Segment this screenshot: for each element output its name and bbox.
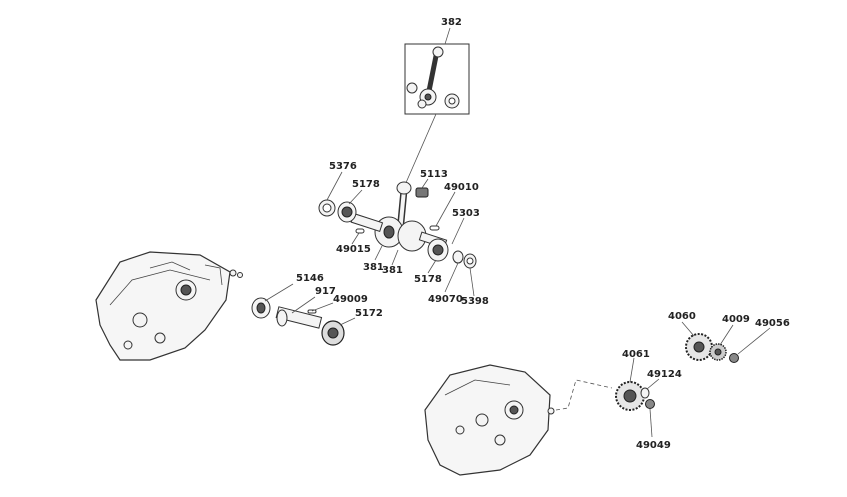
callout-5113: 5113: [420, 169, 448, 180]
nut-49049: [645, 399, 655, 409]
callout-49015: 49015: [336, 244, 371, 255]
spacer-5303: [452, 250, 464, 264]
key-49015: [355, 228, 365, 234]
callout-5178-upper: 5178: [352, 179, 380, 190]
right-crankcase-half: [424, 364, 555, 476]
callout-4009: 4009: [722, 314, 750, 325]
shaft-917: [275, 306, 323, 329]
callout-381-right: 381: [382, 265, 403, 276]
key-49009: [307, 309, 317, 314]
callout-49049: 49049: [636, 440, 671, 451]
callout-49124: 49124: [647, 369, 682, 380]
callout-49056: 49056: [755, 318, 790, 329]
callout-49010: 49010: [444, 182, 479, 193]
callout-5146: 5146: [296, 273, 324, 284]
gear-4061: [615, 381, 645, 411]
bearing-5178-right: [427, 238, 449, 262]
left-crankcase-half: [95, 251, 243, 361]
callout-5172: 5172: [355, 308, 383, 319]
seal-5398: [463, 253, 477, 269]
callout-5398: 5398: [461, 296, 489, 307]
callout-5303: 5303: [452, 208, 480, 219]
callout-49070: 49070: [428, 294, 463, 305]
gear-4009: [709, 343, 727, 361]
pin-49010: [429, 225, 440, 231]
washer-49124: [640, 387, 650, 399]
needle-bearing-5113: [415, 187, 429, 198]
callout-4061: 4061: [622, 349, 650, 360]
callout-49009: 49009: [333, 294, 368, 305]
callout-5178-lower: 5178: [414, 274, 442, 285]
callout-4060: 4060: [668, 311, 696, 322]
bearing-5178-left: [337, 201, 357, 223]
gear-4060: [685, 333, 713, 361]
bearing-5146: [251, 297, 271, 319]
nut-49056: [729, 353, 739, 363]
callout-381-left: 381: [363, 262, 384, 273]
callout-382: 382: [441, 17, 462, 28]
callout-917: 917: [315, 286, 336, 297]
callout-labels: 382 5376 5178 5113 49010 5303 49015 381 …: [296, 17, 790, 451]
gear-5172: [321, 320, 345, 346]
callout-5376: 5376: [329, 161, 357, 172]
bearing-5376: [318, 199, 336, 217]
connecting-rod-detail: [404, 43, 470, 115]
